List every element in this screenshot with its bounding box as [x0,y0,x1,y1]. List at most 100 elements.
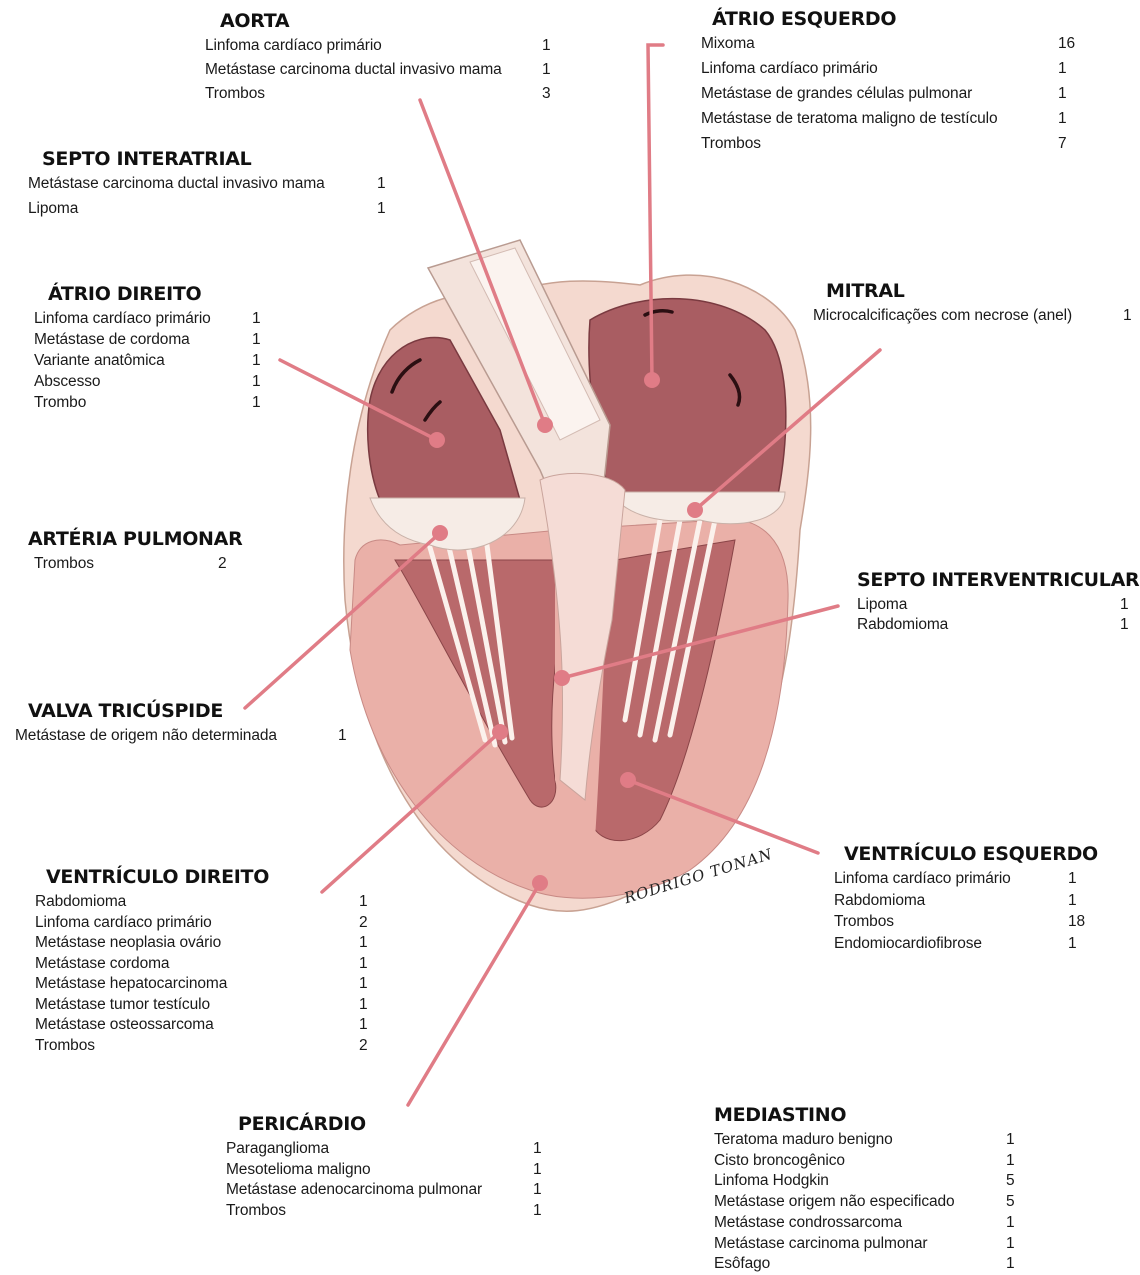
entry-count: 1 [359,995,368,1016]
entry-count: 1 [1006,1213,1015,1234]
entry-label: Paraganglioma [226,1139,329,1160]
leader-arteria-pulmonar-dot [432,525,448,541]
entry-label: Rabdomioma [35,892,126,913]
entry-count: 1 [377,199,386,220]
entry-label: Microcalcificações com necrose (anel) [813,306,1072,327]
group-title: ÁTRIO DIREITO [48,283,201,305]
entry-label: Metástase de origem não determinada [15,726,277,747]
entry-label: Mixoma [701,34,755,55]
group-title: SEPTO INTERVENTRICULAR [857,569,1139,591]
entry-count: 1 [1006,1151,1015,1172]
group-title: PERICÁRDIO [238,1113,366,1135]
entry-label: Variante anatômica [34,351,165,372]
entry-count: 1 [1006,1254,1015,1275]
entry-count: 1 [1058,84,1067,105]
entry-count: 1 [1120,595,1129,616]
entry-count: 1 [338,726,347,747]
entry-count: 1 [1120,615,1129,636]
entry-count: 1 [252,351,261,372]
leader-valva-tricuspide-dot [492,724,508,740]
entry-label: Abscesso [34,372,100,393]
entry-label: Trombos [35,1036,95,1057]
entry-label: Trombos [834,912,894,933]
group-title: VALVA TRICÚSPIDE [28,700,223,722]
entry-label: Metástase tumor testículo [35,995,210,1016]
entry-count: 1 [359,933,368,954]
entry-label: Linfoma cardíaco primário [701,59,878,80]
entry-label: Teratoma maduro benigno [714,1130,893,1151]
leader-pericardio-dot [532,875,548,891]
entry-label: Trombos [701,134,761,155]
group-title: AORTA [220,10,289,32]
entry-label: Trombos [34,554,94,575]
entry-count: 1 [252,309,261,330]
entry-count: 1 [542,60,551,81]
entry-label: Metástase condrossarcoma [714,1213,902,1234]
entry-count: 18 [1068,912,1085,933]
entry-count: 1 [252,330,261,351]
entry-label: Metástase osteossarcoma [35,1015,214,1036]
entry-label: Metástase de cordoma [34,330,190,351]
group-title: MITRAL [826,280,905,302]
entry-label: Metástase de grandes células pulmonar [701,84,972,105]
entry-count: 1 [377,174,386,195]
leader-pericardio [408,883,540,1105]
entry-count: 5 [1006,1192,1015,1213]
entry-label: Metástase cordoma [35,954,169,975]
entry-count: 5 [1006,1171,1015,1192]
left-atrium-cavity [589,299,786,495]
entry-count: 1 [533,1201,542,1222]
entry-label: Metástase de teratoma maligno de testícu… [701,109,998,130]
entry-count: 16 [1058,34,1075,55]
entry-count: 1 [1068,934,1077,955]
entry-count: 1 [1123,306,1132,327]
entry-count: 1 [1058,59,1067,80]
entry-label: Linfoma Hodgkin [714,1171,829,1192]
entry-count: 1 [1068,869,1077,890]
entry-count: 1 [1006,1234,1015,1255]
entry-label: Metástase carcinoma pulmonar [714,1234,927,1255]
entry-count: 1 [359,892,368,913]
leader-aorta-dot [537,417,553,433]
entry-label: Metástase carcinoma ductal invasivo mama [28,174,325,195]
group-title: MEDIASTINO [714,1104,846,1126]
entry-count: 2 [218,554,227,575]
entry-label: Cisto broncogênico [714,1151,845,1172]
entry-count: 1 [359,974,368,995]
entry-count: 1 [1068,891,1077,912]
entry-label: Linfoma cardíaco primário [34,309,211,330]
entry-label: Mesotelioma maligno [226,1160,371,1181]
group-title: ÁTRIO ESQUERDO [712,8,896,30]
entry-label: Trombos [205,84,265,105]
entry-count: 1 [542,36,551,57]
entry-count: 1 [359,1015,368,1036]
entry-label: Metástase carcinoma ductal invasivo mama [205,60,502,81]
group-title: ARTÉRIA PULMONAR [28,528,242,550]
entry-label: Metástase hepatocarcinoma [35,974,227,995]
entry-label: Rabdomioma [834,891,925,912]
entry-label: Lipoma [28,199,78,220]
entry-label: Trombo [34,393,86,414]
entry-count: 1 [1058,109,1067,130]
leader-septo-interventricular-dot [554,670,570,686]
entry-label: Linfoma cardíaco primário [35,913,212,934]
group-title: VENTRÍCULO ESQUERDO [844,843,1098,865]
entry-count: 7 [1058,134,1067,155]
entry-label: Rabdomioma [857,615,948,636]
entry-label: Trombos [226,1201,286,1222]
leader-mitral-dot [687,502,703,518]
entry-count: 3 [542,84,551,105]
entry-count: 1 [252,393,261,414]
entry-count: 1 [533,1180,542,1201]
entry-label: Metástase adenocarcinoma pulmonar [226,1180,482,1201]
entry-count: 1 [1006,1130,1015,1151]
entry-label: Esôfago [714,1254,770,1275]
leader-atrio-esquerdo-dot [644,372,660,388]
group-title: SEPTO INTERATRIAL [42,148,251,170]
entry-label: Lipoma [857,595,907,616]
entry-label: Endomiocardiofibrose [834,934,982,955]
entry-count: 2 [359,913,368,934]
entry-label: Metástase origem não especificado [714,1192,955,1213]
entry-count: 1 [252,372,261,393]
